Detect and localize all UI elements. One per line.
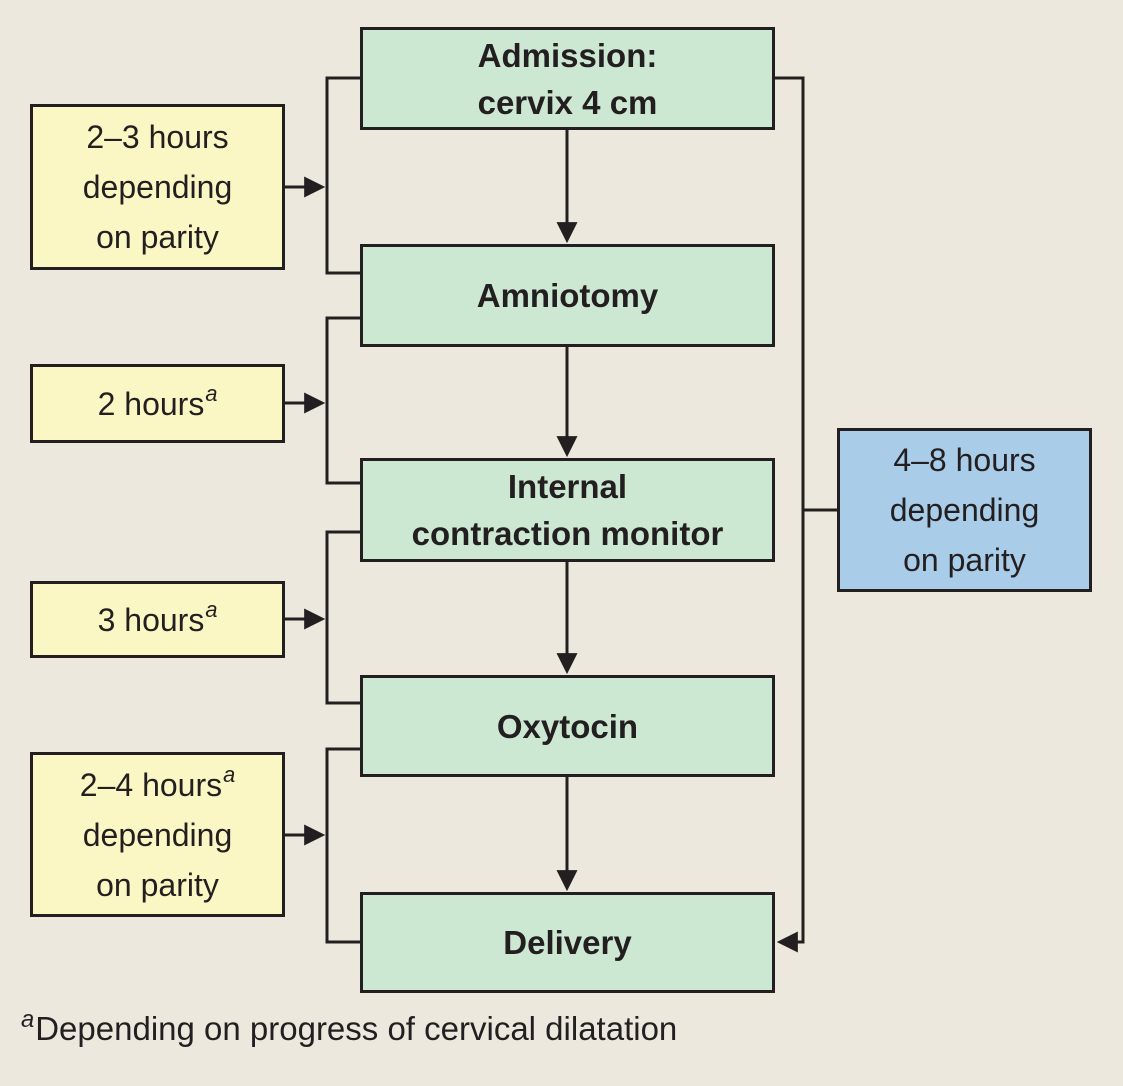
footnote-marker: a xyxy=(223,761,236,787)
stage-label: Oxytocin xyxy=(496,707,639,745)
duration-label: 2 hoursa xyxy=(98,379,218,429)
stage-box-admission: Admission: cervix 4 cm xyxy=(360,27,775,130)
duration-text: 2 hours xyxy=(97,385,205,422)
bracket-oxytocin-delivery xyxy=(325,747,360,944)
duration-text: 2–3 hours xyxy=(86,119,229,155)
footnote-marker: a xyxy=(205,380,218,406)
duration-label: depending xyxy=(889,492,1040,528)
stage-label: Amniotomy xyxy=(476,277,659,314)
duration-label: 2–3 hours xyxy=(86,112,228,162)
duration-label: 2–4 hoursa xyxy=(80,760,235,810)
stage-box-delivery: Delivery xyxy=(360,892,775,993)
stage-box-oxytocin: Oxytocin xyxy=(360,675,775,777)
stage-label: Delivery xyxy=(503,924,632,961)
stage-box-amniotomy: Amniotomy xyxy=(360,244,775,347)
bracket-amniotomy-monitor xyxy=(325,316,360,485)
stage-label: Internal xyxy=(507,468,628,505)
duration-box-monitor-oxytocin: 3 hoursa xyxy=(30,581,285,658)
duration-text: 2–4 hours xyxy=(79,766,223,803)
footnote-text: Depending on progress of cervical dilata… xyxy=(35,1010,678,1047)
connector-admission-to-delivery xyxy=(775,76,805,953)
duration-text: 3 hours xyxy=(97,601,205,638)
bracket-monitor-oxytocin xyxy=(325,530,360,705)
duration-label: depending xyxy=(82,169,233,205)
duration-label: 4–8 hours xyxy=(893,442,1036,478)
duration-label: on parity xyxy=(96,866,219,903)
duration-label: on parity xyxy=(903,542,1026,578)
footnote-marker: a xyxy=(21,1006,35,1033)
duration-label: 3 hoursa xyxy=(98,595,218,645)
duration-box-amniotomy-monitor: 2 hoursa xyxy=(30,364,285,443)
duration-box-admission-delivery-total: 4–8 hours depending on parity xyxy=(837,428,1092,592)
duration-box-admission-amniotomy: 2–3 hours depending on parity xyxy=(30,104,285,270)
duration-box-oxytocin-delivery: 2–4 hoursa depending on parity xyxy=(30,752,285,917)
bracket-admission-amniotomy xyxy=(325,76,360,275)
duration-label: depending xyxy=(82,816,233,853)
stage-label: contraction monitor xyxy=(411,515,724,552)
stage-label: cervix 4 cm xyxy=(477,83,658,121)
stage-label: Admission: xyxy=(477,36,658,74)
footnote: aDepending on progress of cervical dilat… xyxy=(20,1008,677,1050)
footnote-marker: a xyxy=(205,596,218,622)
duration-label: on parity xyxy=(96,219,219,255)
stage-box-internal-contraction-monitor: Internal contraction monitor xyxy=(360,458,775,562)
